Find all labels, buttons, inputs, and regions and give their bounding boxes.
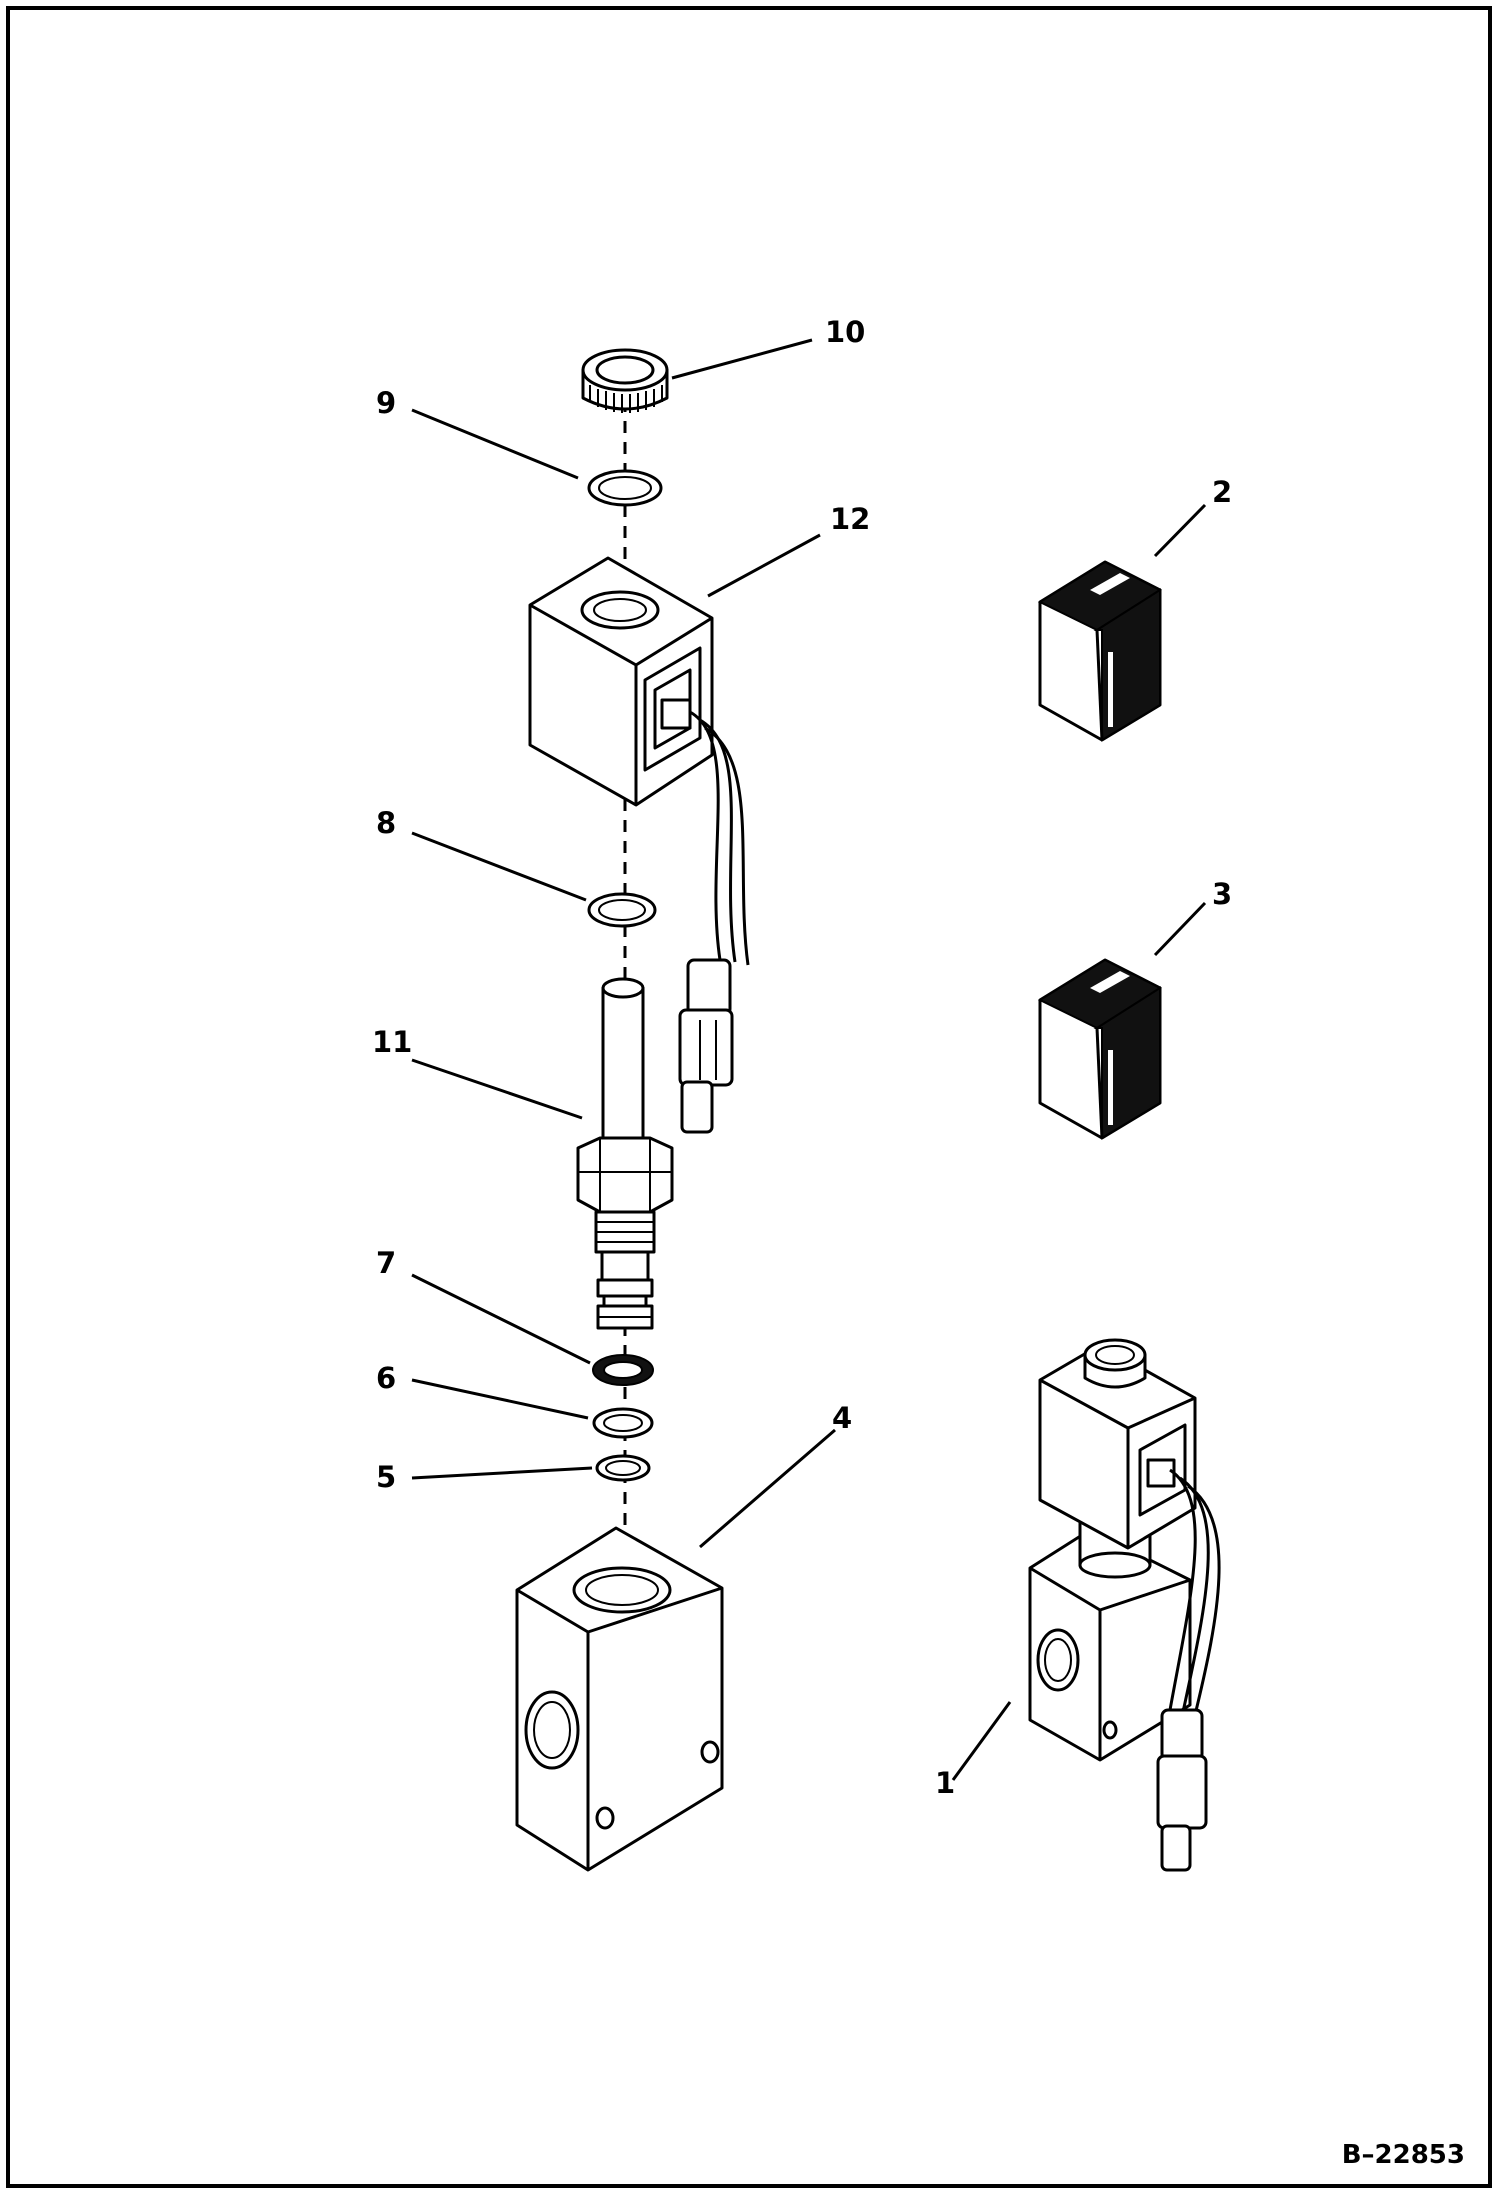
part-5-backup-ring (595, 1454, 651, 1482)
part-3-coil-alternate (1037, 958, 1163, 1140)
callout-4: 4 (832, 1401, 852, 1435)
part-10-coil-nut (581, 348, 669, 413)
part-4-valve-body (515, 1526, 724, 1872)
callout-6: 6 (376, 1361, 396, 1395)
part-6-o-ring (592, 1407, 654, 1439)
callout-12: 12 (830, 502, 870, 536)
callout-1: 1 (935, 1766, 955, 1800)
leader-lines (411, 338, 1207, 1781)
callout-7: 7 (376, 1246, 396, 1280)
part-11-cartridge-valve (576, 977, 674, 1330)
part-8-o-ring (587, 892, 657, 928)
part-1-valve-assembly (1028, 1338, 1221, 1872)
callout-9: 9 (376, 386, 396, 420)
part-2-coil-alternate (1037, 560, 1163, 742)
callout-2: 2 (1212, 475, 1232, 509)
callout-8: 8 (376, 806, 396, 840)
drawing-reference-number: B–22853 (1342, 2140, 1465, 2170)
callout-10: 10 (825, 315, 865, 349)
callout-5: 5 (376, 1460, 396, 1494)
part-12-solenoid-coil (528, 556, 750, 1134)
page-border (6, 6, 1492, 2188)
part-9-o-ring (587, 469, 663, 507)
callout-11: 11 (372, 1025, 412, 1059)
part-7-backup-ring (592, 1354, 654, 1386)
callout-3: 3 (1212, 877, 1232, 911)
